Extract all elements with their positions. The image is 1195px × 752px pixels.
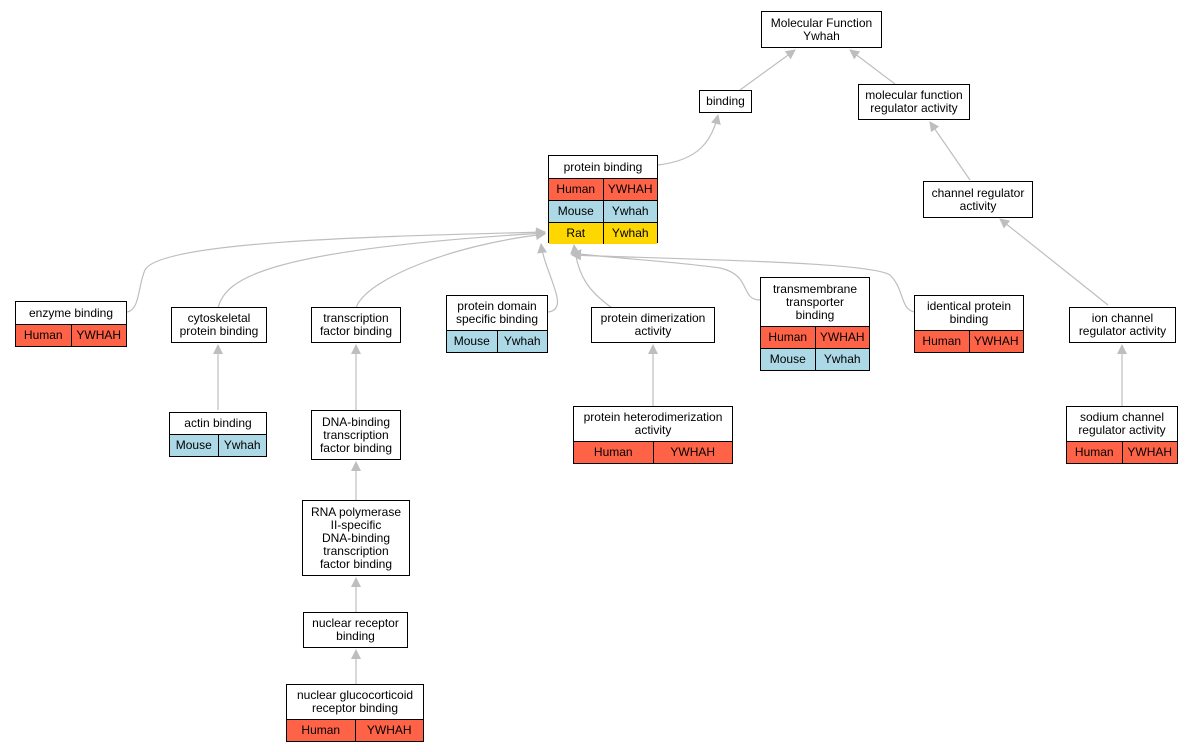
node-label: enzyme binding xyxy=(28,305,114,320)
edge-cpb-to-pb xyxy=(217,228,546,309)
species-row-human: Human YWHAH xyxy=(287,719,423,741)
node-label: protein heterodimerization activity xyxy=(583,410,723,437)
species-row-human: Human YWHAH xyxy=(761,326,869,348)
species-row-human: Human YWHAH xyxy=(574,441,732,463)
node-transmembrane-transporter-binding[interactable]: transmembrane transporter binding Human … xyxy=(760,277,870,371)
edge-ipb-to-pb xyxy=(571,250,916,313)
species-cell: Human xyxy=(768,330,808,344)
node-identical-protein-binding[interactable]: identical protein binding Human YWHAH xyxy=(914,295,1024,353)
node-rna-polymerase-ii-specific-binding[interactable]: RNA polymerase II-specific DNA-binding t… xyxy=(302,500,410,576)
species-row-mouse: Mouse Ywhah xyxy=(447,330,547,352)
edge-pb-to-binding xyxy=(657,114,721,166)
node-nuclear-receptor-binding[interactable]: nuclear receptor binding xyxy=(303,612,408,648)
node-label: transcription factor binding xyxy=(319,311,393,338)
species-cell: Human xyxy=(593,445,633,459)
species-row-mouse: Mouse Ywhah xyxy=(170,434,266,456)
species-row-mouse: Mouse Ywhah xyxy=(549,200,657,222)
node-label: channel regulator activity xyxy=(931,185,1025,213)
species-cell: Mouse xyxy=(453,334,490,348)
node-enzyme-binding[interactable]: enzyme binding Human YWHAH xyxy=(15,301,127,347)
species-cell: Mouse xyxy=(769,352,806,366)
species-cell: Mouse xyxy=(175,438,212,452)
node-actin-binding[interactable]: actin binding Mouse Ywhah xyxy=(169,412,267,457)
gene-cell: YWHAH xyxy=(652,442,733,463)
node-molecular-function-regulator-activity[interactable]: molecular function regulator activity xyxy=(858,84,970,120)
node-label: cytoskeletal protein binding xyxy=(179,311,259,338)
species-row-human: Human YWHAH xyxy=(1067,441,1177,463)
node-label: identical protein binding xyxy=(926,299,1012,326)
node-label: RNA polymerase II-specific DNA-binding t… xyxy=(310,504,402,571)
species-row-human: Human YWHAH xyxy=(915,330,1023,352)
node-label: actin binding xyxy=(184,416,252,430)
node-label: transmembrane transporter binding xyxy=(772,281,858,322)
species-cell: Human xyxy=(23,328,63,342)
node-label: nuclear glucocorticoid receptor binding xyxy=(296,688,414,715)
node-nuclear-glucocorticoid-receptor-binding[interactable]: nuclear glucocorticoid receptor binding … xyxy=(286,684,424,742)
species-cell: Rat xyxy=(566,226,586,240)
species-cell: Human xyxy=(922,334,962,348)
gene-cell: Ywhah xyxy=(602,201,658,222)
species-cell: Human xyxy=(556,182,596,196)
node-label: DNA-binding transcription factor binding xyxy=(319,414,393,455)
gene-cell: YWHAH xyxy=(70,325,127,346)
edge-eb-to-pb xyxy=(126,227,546,313)
edge-icra-to-cra xyxy=(999,218,1109,306)
gene-cell: YWHAH xyxy=(1121,442,1178,463)
species-cell: Mouse xyxy=(557,204,594,218)
node-label: protein binding xyxy=(563,159,643,174)
node-sodium-channel-regulator-activity[interactable]: sodium channel regulator activity Human … xyxy=(1066,406,1178,464)
node-dna-binding-transcription-factor-binding[interactable]: DNA-binding transcription factor binding xyxy=(311,410,401,460)
gene-cell: YWHAH xyxy=(814,327,870,348)
node-protein-domain-specific-binding[interactable]: protein domain specific binding Mouse Yw… xyxy=(446,295,548,353)
node-label: molecular function regulator activity xyxy=(865,88,963,115)
node-channel-regulator-activity[interactable]: channel regulator activity xyxy=(923,181,1033,218)
node-binding[interactable]: binding xyxy=(699,90,752,113)
gene-cell: YWHAH xyxy=(602,179,658,200)
node-molecular-function[interactable]: Molecular Function Ywhah xyxy=(761,11,882,48)
gene-cell: Ywhah xyxy=(217,435,267,456)
species-row-human: Human YWHAH xyxy=(549,178,657,200)
node-protein-dimerization-activity[interactable]: protein dimerization activity xyxy=(591,307,715,343)
node-protein-heterodimerization-activity[interactable]: protein heterodimerization activity Huma… xyxy=(573,406,733,464)
gene-cell: Ywhah xyxy=(496,331,548,352)
node-cytoskeletal-protein-binding[interactable]: cytoskeletal protein binding xyxy=(171,307,267,343)
node-label: ion channel regulator activity xyxy=(1078,311,1167,338)
gene-cell: YWHAH xyxy=(968,331,1024,352)
edge-mfra-to-mf xyxy=(849,49,896,85)
node-ion-channel-regulator-activity[interactable]: ion channel regulator activity xyxy=(1069,307,1176,343)
node-label: Molecular Function Ywhah xyxy=(770,15,873,43)
node-protein-binding[interactable]: protein binding Human YWHAH Mouse Ywhah … xyxy=(548,155,658,244)
species-row-human: Human YWHAH xyxy=(16,324,126,346)
node-transcription-factor-binding[interactable]: transcription factor binding xyxy=(311,307,401,343)
species-cell: Human xyxy=(301,723,341,737)
edge-tfb-to-pb xyxy=(355,230,546,309)
node-label: protein dimerization activity xyxy=(600,311,706,338)
node-label: binding xyxy=(706,94,745,108)
node-label: protein domain specific binding xyxy=(455,299,539,326)
gene-cell: Ywhah xyxy=(814,349,870,370)
species-row-rat: Rat Ywhah xyxy=(549,222,657,244)
node-label: sodium channel regulator activity xyxy=(1078,410,1166,437)
edge-cra-to-mfra xyxy=(929,121,971,181)
gene-cell: YWHAH xyxy=(354,720,424,741)
node-label: nuclear receptor binding xyxy=(312,616,399,643)
species-row-mouse: Mouse Ywhah xyxy=(761,348,869,370)
edge-binding-to-mf xyxy=(739,49,796,91)
species-cell: Human xyxy=(1074,445,1114,459)
edge-pdsb-to-pb xyxy=(537,243,559,313)
gene-cell: Ywhah xyxy=(602,223,658,244)
